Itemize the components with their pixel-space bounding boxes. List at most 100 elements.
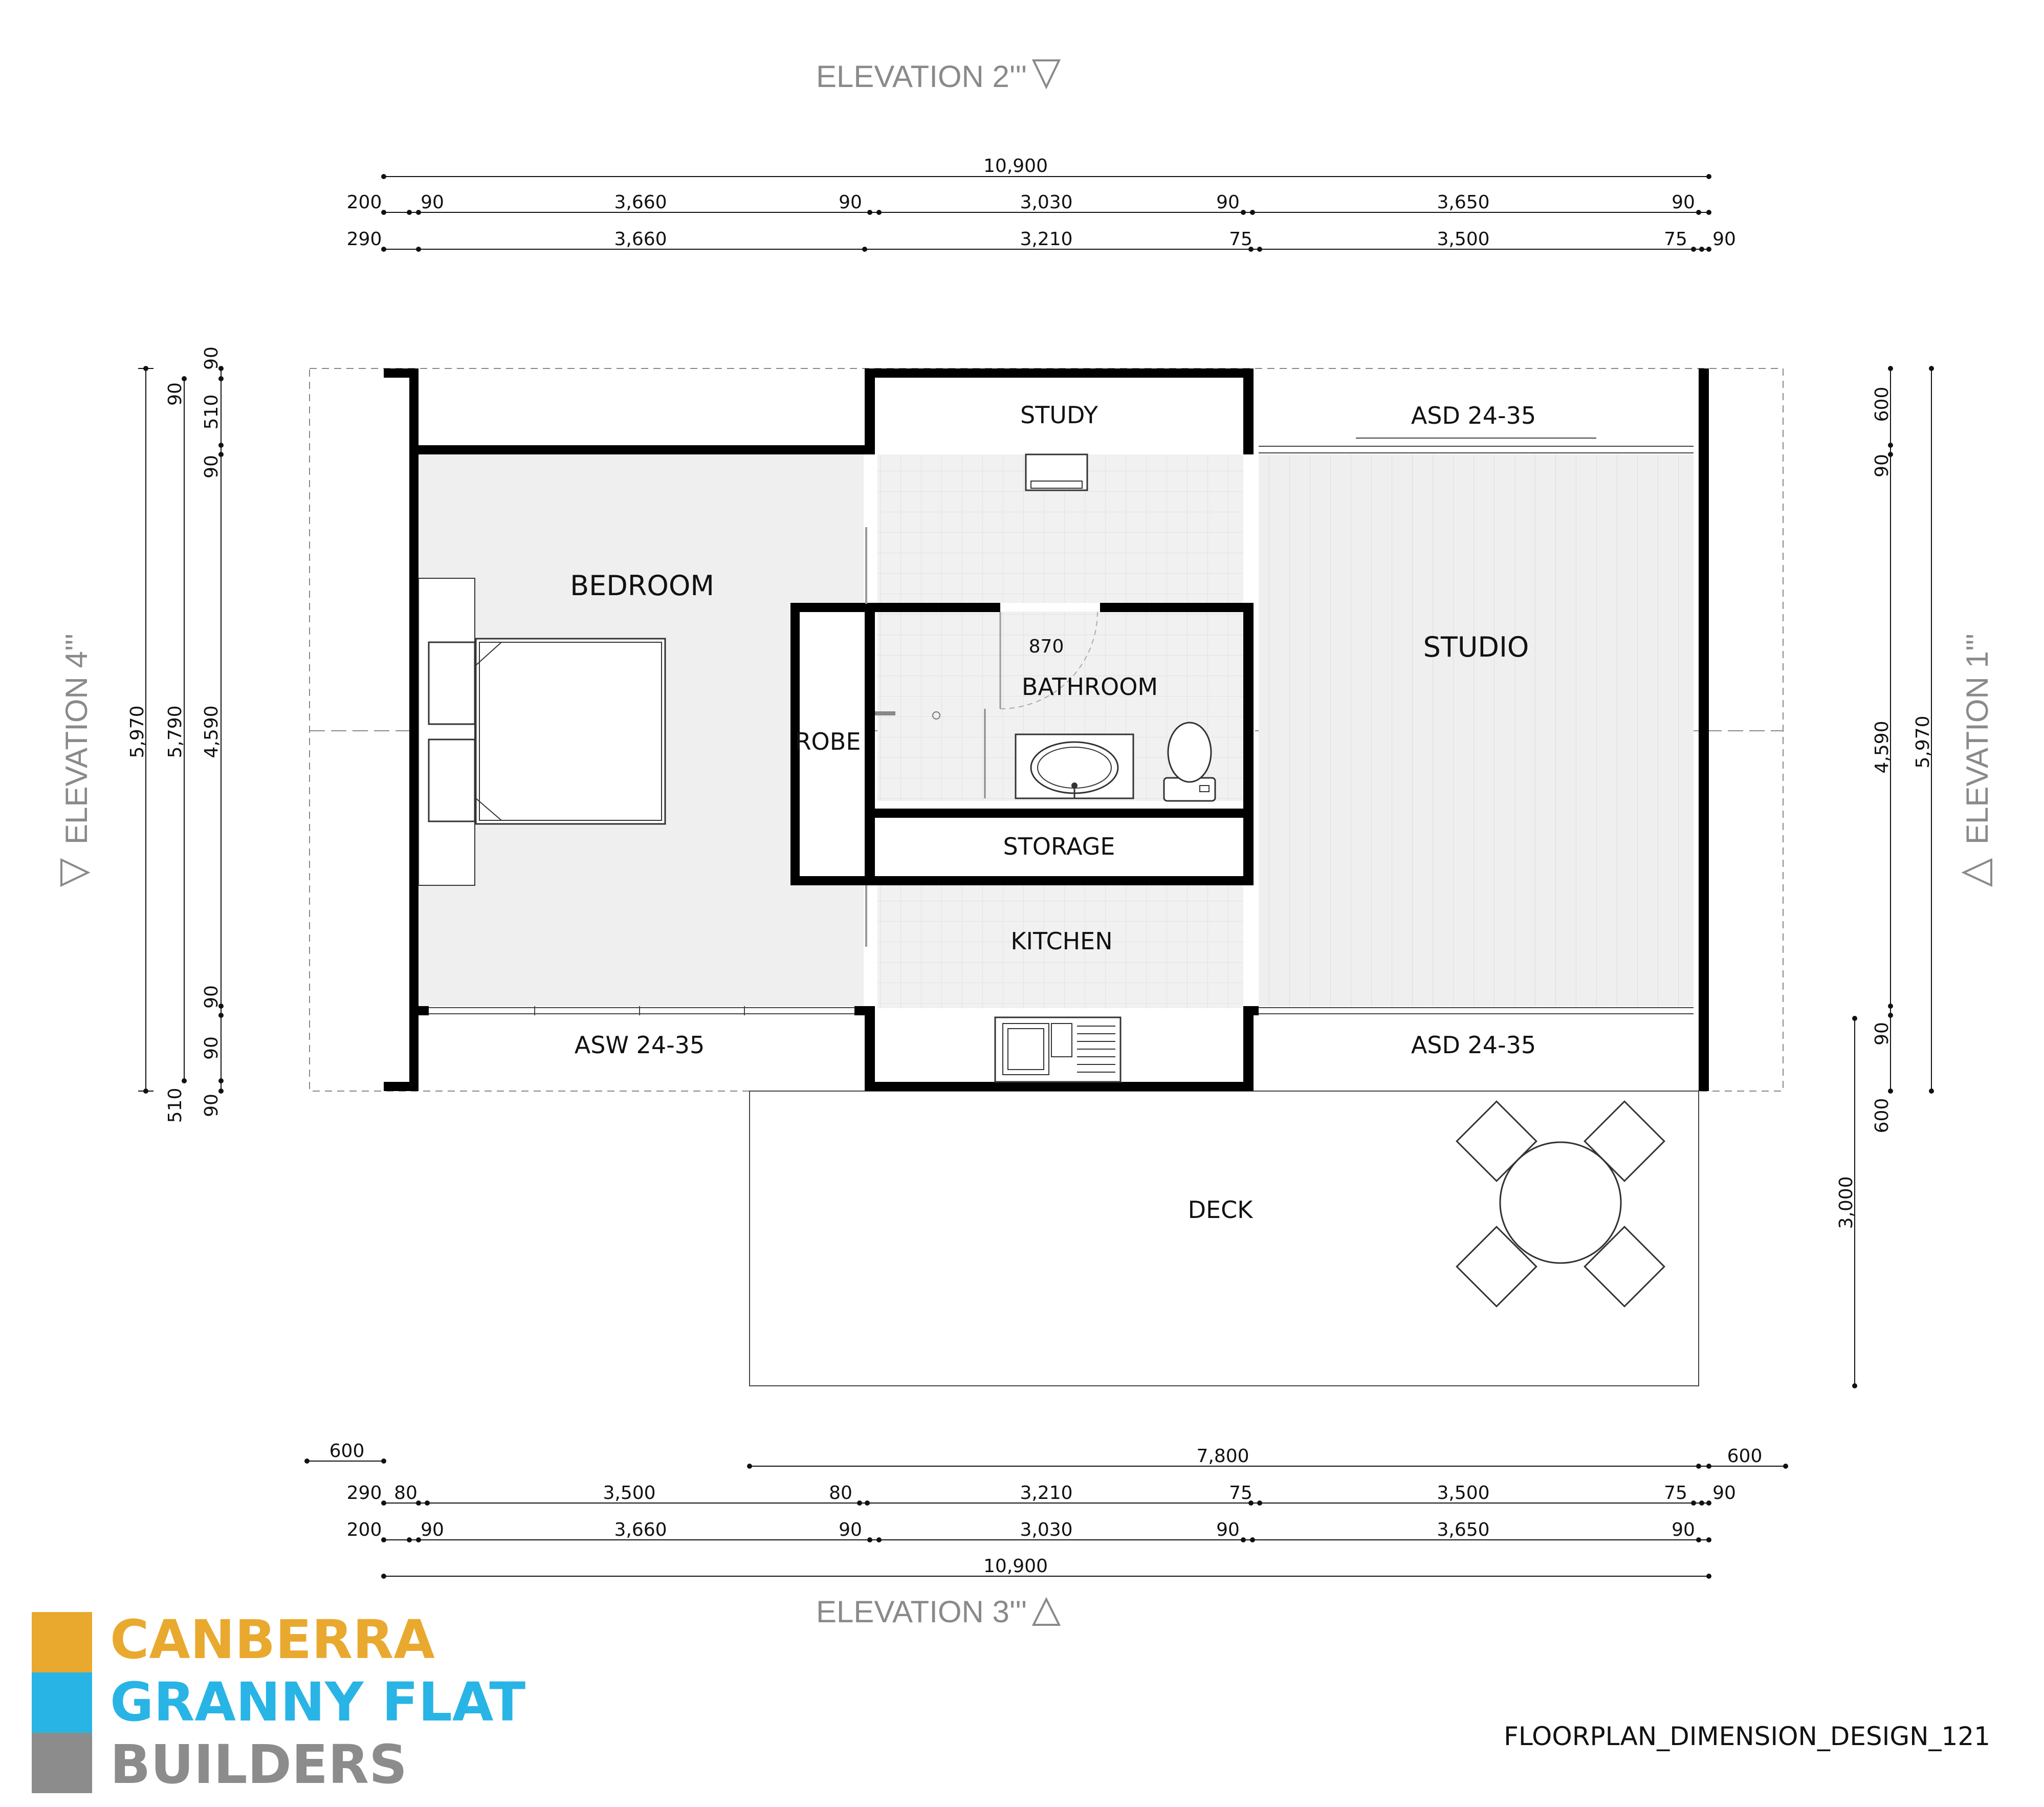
- dim-label: 3,210: [1020, 229, 1072, 250]
- elevation-right-arrow-icon: [60, 858, 91, 887]
- elevation-bottom-marker: ELEVATION 3''': [816, 1595, 1061, 1629]
- room-label-bedroom: BEDROOM: [570, 570, 714, 602]
- dim-label: 200: [347, 1519, 382, 1540]
- window-asd-bottom: ASD 24-35: [1259, 1007, 1694, 1059]
- dim-label: 290: [347, 1483, 382, 1504]
- elevation-bottom-label: ELEVATION 3''': [816, 1595, 1027, 1629]
- dim-label: 3,650: [1437, 1519, 1489, 1540]
- dining-table-icon: [1456, 1100, 1665, 1308]
- dim-label: 90: [1872, 454, 1893, 477]
- dim-label: 75: [1229, 1483, 1252, 1504]
- dim-deck-depth: 3,000: [1836, 1176, 1857, 1229]
- dim-label: 75: [1664, 229, 1687, 250]
- dim-label: 3,210: [1020, 1483, 1072, 1504]
- dim-top-total: 10,900: [983, 156, 1048, 177]
- shower-icon: [875, 709, 986, 798]
- logo-square-blue: [32, 1672, 92, 1733]
- dim-left-inner: 4,590: [201, 705, 222, 758]
- dim-label: 600: [329, 1441, 365, 1462]
- dim-label: 90: [1672, 192, 1695, 213]
- dim-label: 90: [1672, 1519, 1695, 1540]
- dim-label: 200: [347, 192, 382, 213]
- dim-label: 3,500: [1437, 1483, 1489, 1504]
- window-asw-label: ASW 24-35: [575, 1031, 705, 1059]
- window-asw: ASW 24-35: [429, 1006, 854, 1059]
- logo-line-2: GRANNY FLAT: [110, 1671, 525, 1733]
- company-logo: CANBERRA GRANNY FLAT BUILDERS: [32, 1608, 525, 1796]
- top-dimensions: 10,900 200 90 3,660 90 3,030 90 3,650 90…: [347, 156, 1736, 252]
- basin-icon: [1015, 733, 1134, 799]
- walls: [384, 368, 1709, 1091]
- dim-label: 3,030: [1020, 192, 1072, 213]
- dim-label: 3,660: [614, 229, 667, 250]
- room-label-kitchen: KITCHEN: [1010, 927, 1112, 955]
- dim-label: 90: [201, 1036, 222, 1060]
- dim-label: 90: [201, 1094, 222, 1117]
- study-interior: [875, 378, 1243, 445]
- studio-floor: [1259, 454, 1694, 1006]
- dim-label: 80: [829, 1483, 852, 1504]
- dim-label: 80: [394, 1483, 417, 1504]
- bathroom-door: 870: [999, 612, 1098, 709]
- desk-icon: [1025, 453, 1088, 491]
- dim-label: 75: [1229, 229, 1252, 250]
- dim-label: 90: [201, 985, 222, 1009]
- kitchen-floor: [877, 883, 1243, 1008]
- room-label-storage: STORAGE: [1003, 833, 1115, 860]
- logo-square-orange: [32, 1612, 92, 1672]
- dim-label: 510: [165, 1088, 186, 1123]
- dim-label: 75: [1664, 1483, 1687, 1504]
- dim-left-outer: 5,970: [127, 705, 148, 758]
- dim-label: 90: [1216, 1519, 1240, 1540]
- dim-label: 3,660: [614, 1519, 667, 1540]
- dim-label: 600: [1872, 387, 1893, 422]
- window-asd-bottom-label: ASD 24-35: [1411, 1031, 1536, 1059]
- dim-label: 3,650: [1437, 192, 1489, 213]
- dim-label: 90: [421, 1519, 444, 1540]
- door-width-label: 870: [1029, 636, 1064, 657]
- logo-line-1: CANBERRA: [110, 1608, 435, 1671]
- dim-label: 90: [165, 382, 186, 406]
- dim-label: 290: [347, 229, 382, 250]
- elevation-up-arrow-icon: [1031, 1597, 1061, 1626]
- room-label-study: STUDY: [1020, 401, 1098, 429]
- dim-label: 90: [1216, 192, 1240, 213]
- dim-label: 90: [421, 192, 444, 213]
- dim-bottom-total: 10,900: [983, 1556, 1048, 1577]
- logo-square-grey: [32, 1733, 92, 1793]
- dim-label: 600: [1872, 1098, 1893, 1134]
- bed-icon: [418, 578, 666, 886]
- elevation-down-arrow-icon: [1031, 59, 1061, 90]
- dim-label: 90: [839, 192, 862, 213]
- dim-label: 3,030: [1020, 1519, 1072, 1540]
- dim-right-outer: 5,970: [1913, 715, 1933, 768]
- dim-label: 90: [201, 455, 222, 478]
- dim-left-middle: 5,790: [165, 705, 186, 758]
- drawing-code: FLOORPLAN_DIMENSION_DESIGN_121: [1504, 1722, 1990, 1751]
- elevation-right-label: ELEVATION 1''': [1960, 634, 1994, 844]
- toilet-icon: [1163, 722, 1216, 802]
- logo-line-3: BUILDERS: [110, 1733, 407, 1796]
- right-dimensions: 4,590 5,970 600 90 90 600 3,000: [1836, 366, 1934, 1388]
- room-label-deck: DECK: [1188, 1196, 1254, 1224]
- left-dimensions: 5,970 5,790 4,590 90 90 510 90 90 510 90…: [127, 346, 224, 1123]
- window-asd-top-label: ASD 24-35: [1411, 402, 1536, 429]
- elevation-top-marker: ELEVATION 2''': [816, 59, 1061, 94]
- room-label-robe: ROBE: [795, 728, 861, 755]
- dim-label: 600: [1727, 1446, 1763, 1467]
- elevation-left-arrow-icon: [1961, 858, 1992, 887]
- elevation-right-marker: ELEVATION 1''': [1960, 634, 1994, 887]
- room-label-bathroom: BATHROOM: [1022, 673, 1158, 701]
- robe-interior: [800, 612, 865, 876]
- dim-label: 90: [1712, 229, 1736, 250]
- dim-label: 90: [1712, 1483, 1736, 1504]
- dim-label: 90: [201, 346, 222, 370]
- dim-label: 7,800: [1196, 1446, 1249, 1467]
- dim-right-inner: 4,590: [1872, 721, 1893, 773]
- dim-label: 3,500: [603, 1483, 655, 1504]
- dim-label: 510: [201, 395, 222, 430]
- dim-label: 3,660: [614, 192, 667, 213]
- kitchen-sink-icon: [994, 1016, 1122, 1083]
- dim-label: 90: [1872, 1022, 1893, 1046]
- storage-interior: [875, 818, 1243, 876]
